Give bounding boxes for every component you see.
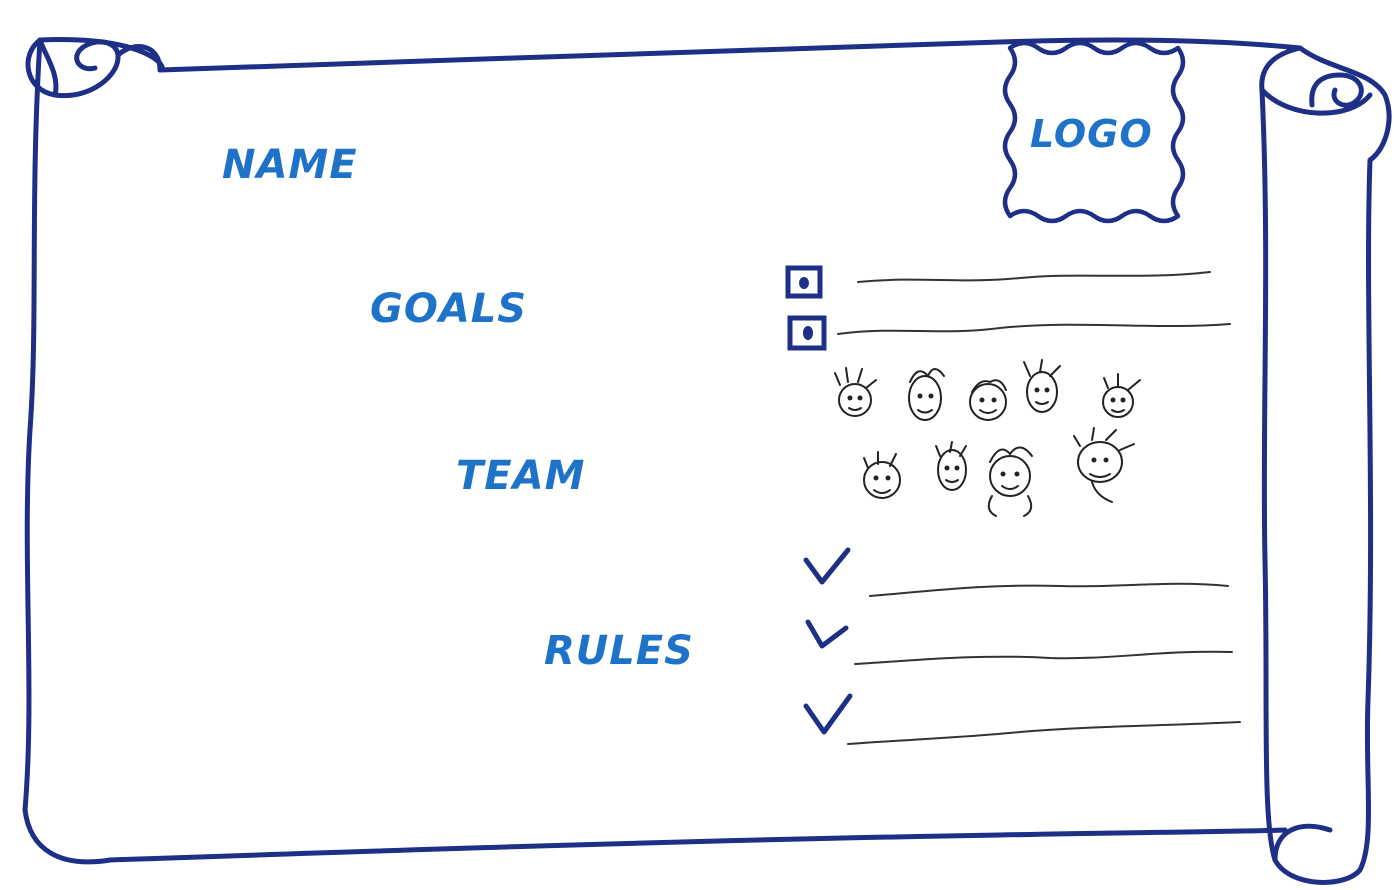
team-face bbox=[1073, 427, 1135, 503]
goal-checkbox-2 bbox=[787, 315, 827, 351]
team-face bbox=[987, 446, 1033, 517]
scroll-bottom-edge bbox=[107, 827, 1288, 863]
scroll-top-left-roll bbox=[25, 37, 121, 99]
team-face bbox=[1023, 359, 1061, 413]
scroll-left-edge bbox=[22, 37, 43, 813]
goal-checkbox-1 bbox=[785, 265, 823, 299]
goal-line-2 bbox=[837, 323, 1231, 335]
goals-label: GOALS bbox=[370, 286, 528, 332]
logo-stamp bbox=[1002, 40, 1186, 224]
rule-line-3 bbox=[847, 721, 1241, 745]
team-face bbox=[834, 367, 877, 417]
name-label: NAME bbox=[222, 142, 358, 188]
logo-label: LOGO bbox=[1030, 112, 1153, 156]
scroll-bottom-left-roll bbox=[22, 807, 113, 865]
rule-line-2 bbox=[854, 650, 1233, 665]
rules-label: RULES bbox=[544, 628, 694, 674]
team-face bbox=[935, 441, 967, 491]
team-face bbox=[969, 379, 1007, 421]
team-face bbox=[908, 368, 945, 421]
team-faces bbox=[834, 359, 1141, 517]
scroll-right-roll bbox=[1259, 45, 1392, 885]
rule-checkmark-2 bbox=[805, 619, 849, 649]
team-face bbox=[1102, 373, 1141, 418]
rule-checkmark-1 bbox=[803, 547, 851, 585]
team-face bbox=[863, 451, 901, 499]
rule-checkmark-3 bbox=[803, 693, 853, 735]
team-label: TEAM bbox=[456, 453, 586, 499]
rule-line-1 bbox=[869, 582, 1229, 597]
goal-line-1 bbox=[857, 271, 1211, 283]
